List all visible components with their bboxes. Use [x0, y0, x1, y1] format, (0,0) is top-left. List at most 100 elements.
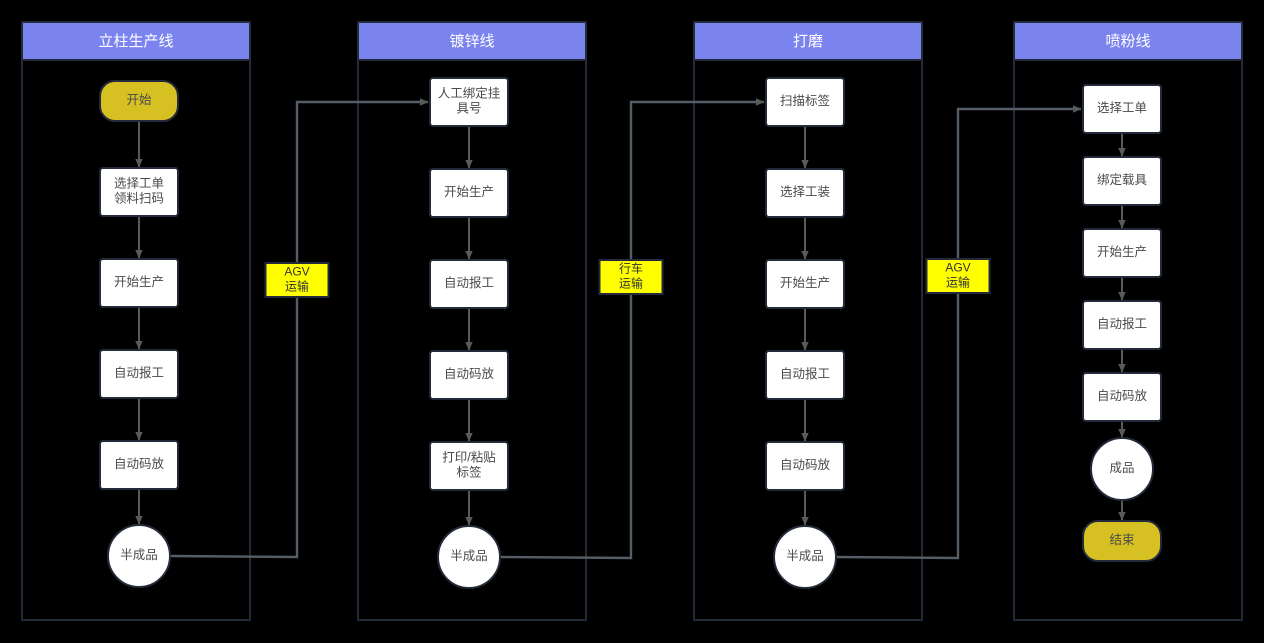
lane-group: 立柱生产线 镀锌线 打磨 喷粉线: [21, 21, 1243, 621]
transport-tag-box[interactable]: [598, 259, 664, 295]
lane-header[interactable]: [693, 21, 923, 61]
node-label: 开始生产: [444, 185, 494, 199]
node-label: 开始: [126, 93, 152, 107]
node-label: 自动码放: [780, 457, 831, 472]
node-shape-process[interactable]: [1082, 84, 1162, 134]
edge-group: [135, 98, 1126, 560]
node-n1-2[interactable]: 选择工单领料扫码: [99, 167, 179, 217]
node-shape-process[interactable]: [429, 168, 509, 218]
node-shape-circle[interactable]: [107, 524, 171, 588]
lane-2: 镀锌线: [357, 21, 587, 621]
node-label: 自动报工: [114, 365, 164, 380]
node-label: 选择工单领料扫码: [114, 177, 164, 206]
lane-header[interactable]: [357, 21, 587, 61]
transport-tag-box[interactable]: [264, 262, 330, 298]
node-shape-process[interactable]: [765, 77, 845, 127]
transport-tag-t-2[interactable]: 行车运输: [598, 259, 664, 295]
node-n2-2[interactable]: 开始生产: [429, 168, 509, 218]
node-n2-6[interactable]: 半成品: [437, 525, 501, 589]
node-n3-1[interactable]: 扫描标签: [765, 77, 845, 127]
cross-lane-edge-e-lane2-lane3: [499, 98, 765, 560]
node-shape-process[interactable]: [99, 258, 179, 308]
node-shape-process[interactable]: [765, 350, 845, 400]
node-shape-process[interactable]: [99, 440, 179, 490]
node-shape-process[interactable]: [1082, 372, 1162, 422]
node-label: 绑定载具: [1097, 172, 1148, 187]
node-shape-process[interactable]: [1082, 228, 1162, 278]
node-label: 自动码放: [444, 366, 495, 381]
node-n4-6[interactable]: 成品: [1090, 437, 1154, 501]
node-label: 开始生产: [1097, 245, 1147, 259]
cross-lane-edge-e-lane3-lane4: [835, 105, 1082, 560]
node-label: 自动码放: [114, 456, 165, 471]
node-n4-2[interactable]: 绑定载具: [1082, 156, 1162, 206]
node-n2-4[interactable]: 自动码放: [429, 350, 509, 400]
lane-header-label: 镀锌线: [449, 33, 494, 50]
node-shape-terminator[interactable]: [1082, 520, 1162, 562]
node-n4-5[interactable]: 自动码放: [1082, 372, 1162, 422]
node-shape-process[interactable]: [429, 441, 509, 491]
lane-3: 打磨: [693, 21, 923, 621]
lane-header-label: 立柱生产线: [98, 33, 173, 50]
node-shape-process[interactable]: [429, 259, 509, 309]
node-n1-4[interactable]: 自动报工: [99, 349, 179, 399]
lane-header-label: 打磨: [793, 33, 823, 50]
node-n1-1[interactable]: 开始: [99, 80, 179, 122]
node-shape-terminator[interactable]: [99, 80, 179, 122]
cross-lane-edge-e-lane1-lane2: [169, 98, 429, 559]
node-n1-5[interactable]: 自动码放: [99, 440, 179, 490]
node-label: 成品: [1109, 461, 1134, 475]
node-label: 半成品: [450, 549, 488, 563]
node-shape-circle[interactable]: [773, 525, 837, 589]
node-n4-1[interactable]: 选择工单: [1082, 84, 1162, 134]
node-shape-circle[interactable]: [437, 525, 501, 589]
node-label: 扫描标签: [780, 93, 831, 108]
node-n2-1[interactable]: 人工绑定挂具号: [429, 77, 509, 127]
lane-header[interactable]: [21, 21, 251, 61]
node-shape-process[interactable]: [1082, 300, 1162, 350]
node-label: 选择工单: [1097, 101, 1147, 115]
node-n4-4[interactable]: 自动报工: [1082, 300, 1162, 350]
node-n3-3[interactable]: 开始生产: [765, 259, 845, 309]
node-label: 打印/粘贴标签: [442, 450, 495, 480]
node-label: 开始生产: [780, 276, 830, 290]
node-shape-process[interactable]: [765, 441, 845, 491]
node-shape-process[interactable]: [429, 77, 509, 127]
node-shape-process[interactable]: [765, 259, 845, 309]
node-label: 自动报工: [1097, 316, 1147, 331]
node-n2-3[interactable]: 自动报工: [429, 259, 509, 309]
node-n3-5[interactable]: 自动码放: [765, 441, 845, 491]
node-n1-6[interactable]: 半成品: [107, 524, 171, 588]
node-shape-process[interactable]: [99, 349, 179, 399]
node-n3-2[interactable]: 选择工装: [765, 168, 845, 218]
node-shape-process[interactable]: [1082, 156, 1162, 206]
node-group: 开始选择工单领料扫码开始生产自动报工自动码放半成品人工绑定挂具号开始生产自动报工…: [99, 77, 1162, 589]
node-label: 结束: [1109, 533, 1135, 547]
transport-tag-label: 行车运输: [619, 261, 643, 291]
node-n3-4[interactable]: 自动报工: [765, 350, 845, 400]
lane-header[interactable]: [1013, 21, 1243, 61]
node-n4-7[interactable]: 结束: [1082, 520, 1162, 562]
node-shape-process[interactable]: [429, 350, 509, 400]
node-label: 人工绑定挂具号: [438, 86, 501, 116]
lane-header-label: 喷粉线: [1105, 33, 1150, 50]
node-n1-3[interactable]: 开始生产: [99, 258, 179, 308]
node-shape-process[interactable]: [765, 168, 845, 218]
node-label: 自动报工: [444, 275, 494, 290]
node-shape-circle[interactable]: [1090, 437, 1154, 501]
node-label: 选择工装: [780, 185, 830, 199]
lane-4: 喷粉线: [1013, 21, 1243, 621]
node-shape-process[interactable]: [99, 167, 179, 217]
node-label: 半成品: [786, 549, 824, 563]
node-n3-6[interactable]: 半成品: [773, 525, 837, 589]
node-n4-3[interactable]: 开始生产: [1082, 228, 1162, 278]
transport-tag-box[interactable]: [925, 258, 991, 294]
node-n2-5[interactable]: 打印/粘贴标签: [429, 441, 509, 491]
node-label: 自动码放: [1097, 388, 1148, 403]
